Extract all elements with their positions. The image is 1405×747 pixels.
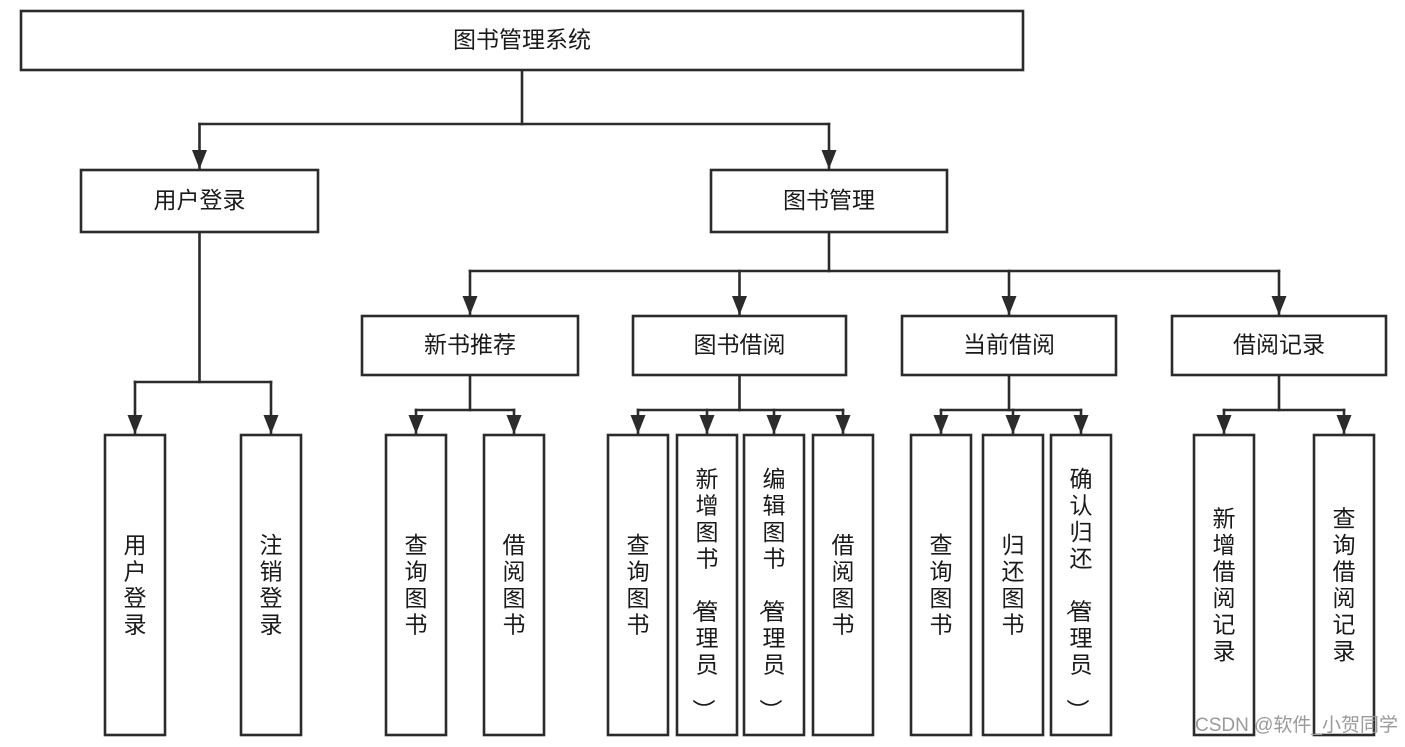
node-leaf-user-login[interactable]: 用户登录 — [103, 433, 167, 737]
arrow-head-icon — [408, 415, 424, 434]
arrow-head-icon — [630, 415, 646, 434]
connector-layer — [127, 68, 1352, 435]
node-box-leaf-user-logout[interactable] — [239, 433, 303, 737]
arrow-head-icon — [192, 150, 207, 169]
arrow-head-icon — [1216, 415, 1232, 434]
node-label-leaf-query-book-rec: 查询图书 — [405, 532, 428, 638]
node-label-borrow-record: 借阅记录 — [1233, 332, 1325, 358]
node-label-leaf-confirm-return: 确认归还（管理员） — [1065, 466, 1093, 722]
node-leaf-add-record[interactable]: 新增借阅记录 — [1192, 433, 1256, 737]
node-box-leaf-borrow-book-rec[interactable] — [482, 433, 546, 737]
node-box-new-book-recommend[interactable] — [360, 314, 580, 377]
node-box-leaf-query-record[interactable] — [1312, 433, 1376, 737]
node-box-leaf-query-book-rec[interactable] — [384, 433, 448, 737]
node-box-leaf-add-record[interactable] — [1192, 433, 1256, 737]
arrow-head-icon — [821, 150, 837, 169]
node-box-root[interactable] — [19, 9, 1025, 72]
node-box-leaf-query-book-cur[interactable] — [909, 433, 973, 737]
node-new-book-recommend[interactable]: 新书推荐 — [360, 314, 580, 377]
node-leaf-borrow-book-rec[interactable]: 借阅图书 — [482, 433, 546, 737]
node-leaf-user-logout[interactable]: 注销登录 — [239, 433, 303, 737]
node-leaf-return-book[interactable]: 归还图书 — [981, 433, 1045, 737]
node-leaf-query-book-bor[interactable]: 查询图书 — [606, 433, 670, 737]
node-leaf-query-book-cur[interactable]: 查询图书 — [909, 433, 973, 737]
node-label-leaf-return-book: 归还图书 — [1002, 532, 1025, 638]
arrow-head-icon — [1271, 296, 1287, 315]
node-box-leaf-edit-book[interactable] — [742, 433, 806, 737]
arrow-head-icon — [732, 296, 747, 315]
arrow-head-icon — [1336, 415, 1352, 434]
node-label-leaf-add-record: 新增借阅记录 — [1213, 506, 1236, 665]
node-leaf-query-record[interactable]: 查询借阅记录 — [1312, 433, 1376, 737]
node-label-book-borrow: 图书借阅 — [694, 332, 786, 358]
node-label-current-borrow: 当前借阅 — [963, 332, 1055, 358]
node-label-leaf-query-record: 查询借阅记录 — [1333, 506, 1356, 665]
node-box-book-manage[interactable] — [709, 168, 949, 234]
arrow-head-icon — [1001, 296, 1017, 315]
node-box-leaf-add-book[interactable] — [675, 433, 739, 737]
node-label-root: 图书管理系统 — [453, 27, 591, 53]
arrow-head-icon — [506, 415, 522, 434]
node-leaf-borrow-book-bor[interactable]: 借阅图书 — [811, 433, 875, 737]
node-box-book-borrow[interactable] — [631, 314, 848, 377]
node-label-new-book-recommend: 新书推荐 — [424, 332, 516, 358]
csdn-watermark: CSDN @软件_小贺同学 — [1195, 714, 1398, 736]
node-box-leaf-return-book[interactable] — [981, 433, 1045, 737]
arrow-head-icon — [263, 415, 279, 434]
node-label-leaf-borrow-book-bor: 借阅图书 — [832, 532, 855, 638]
node-root[interactable]: 图书管理系统 — [19, 9, 1025, 72]
arrow-head-icon — [699, 415, 715, 434]
arrow-head-icon — [127, 415, 143, 434]
node-borrow-record[interactable]: 借阅记录 — [1170, 314, 1388, 377]
arrow-head-icon — [933, 415, 949, 434]
node-box-user-login[interactable] — [79, 168, 320, 234]
node-leaf-query-book-rec[interactable]: 查询图书 — [384, 433, 448, 737]
arrow-head-icon — [766, 415, 782, 434]
arrow-head-icon — [835, 415, 851, 434]
node-box-leaf-borrow-book-bor[interactable] — [811, 433, 875, 737]
node-label-leaf-user-login: 用户登录 — [124, 532, 147, 638]
node-box-leaf-query-book-bor[interactable] — [606, 433, 670, 737]
node-layer: 图书管理系统用户登录图书管理新书推荐图书借阅当前借阅借阅记录用户登录注销登录查询… — [19, 9, 1388, 737]
node-label-leaf-query-book-bor: 查询图书 — [627, 532, 650, 638]
node-user-login[interactable]: 用户登录 — [79, 168, 320, 234]
arrow-head-icon — [1005, 415, 1021, 434]
node-label-leaf-borrow-book-rec: 借阅图书 — [503, 532, 526, 638]
arrow-head-icon — [462, 296, 478, 315]
node-leaf-edit-book[interactable]: 编辑图书（管理员） — [742, 433, 806, 737]
node-leaf-confirm-return[interactable]: 确认归还（管理员） — [1049, 433, 1113, 737]
node-label-user-login: 用户登录 — [154, 187, 246, 213]
node-current-borrow[interactable]: 当前借阅 — [900, 314, 1118, 377]
node-book-borrow[interactable]: 图书借阅 — [631, 314, 848, 377]
node-box-leaf-user-login[interactable] — [103, 433, 167, 737]
node-label-leaf-user-logout: 注销登录 — [260, 532, 283, 638]
node-label-book-manage: 图书管理 — [783, 187, 875, 213]
node-label-leaf-query-book-cur: 查询图书 — [930, 532, 953, 638]
arrow-head-icon — [1073, 415, 1089, 434]
node-box-leaf-confirm-return[interactable] — [1049, 433, 1113, 737]
node-box-borrow-record[interactable] — [1170, 314, 1388, 377]
node-leaf-add-book[interactable]: 新增图书（管理员） — [675, 433, 739, 737]
node-box-current-borrow[interactable] — [900, 314, 1118, 377]
node-book-manage[interactable]: 图书管理 — [709, 168, 949, 234]
node-label-leaf-edit-book: 编辑图书（管理员） — [758, 466, 786, 722]
node-label-leaf-add-book: 新增图书（管理员） — [691, 466, 719, 722]
